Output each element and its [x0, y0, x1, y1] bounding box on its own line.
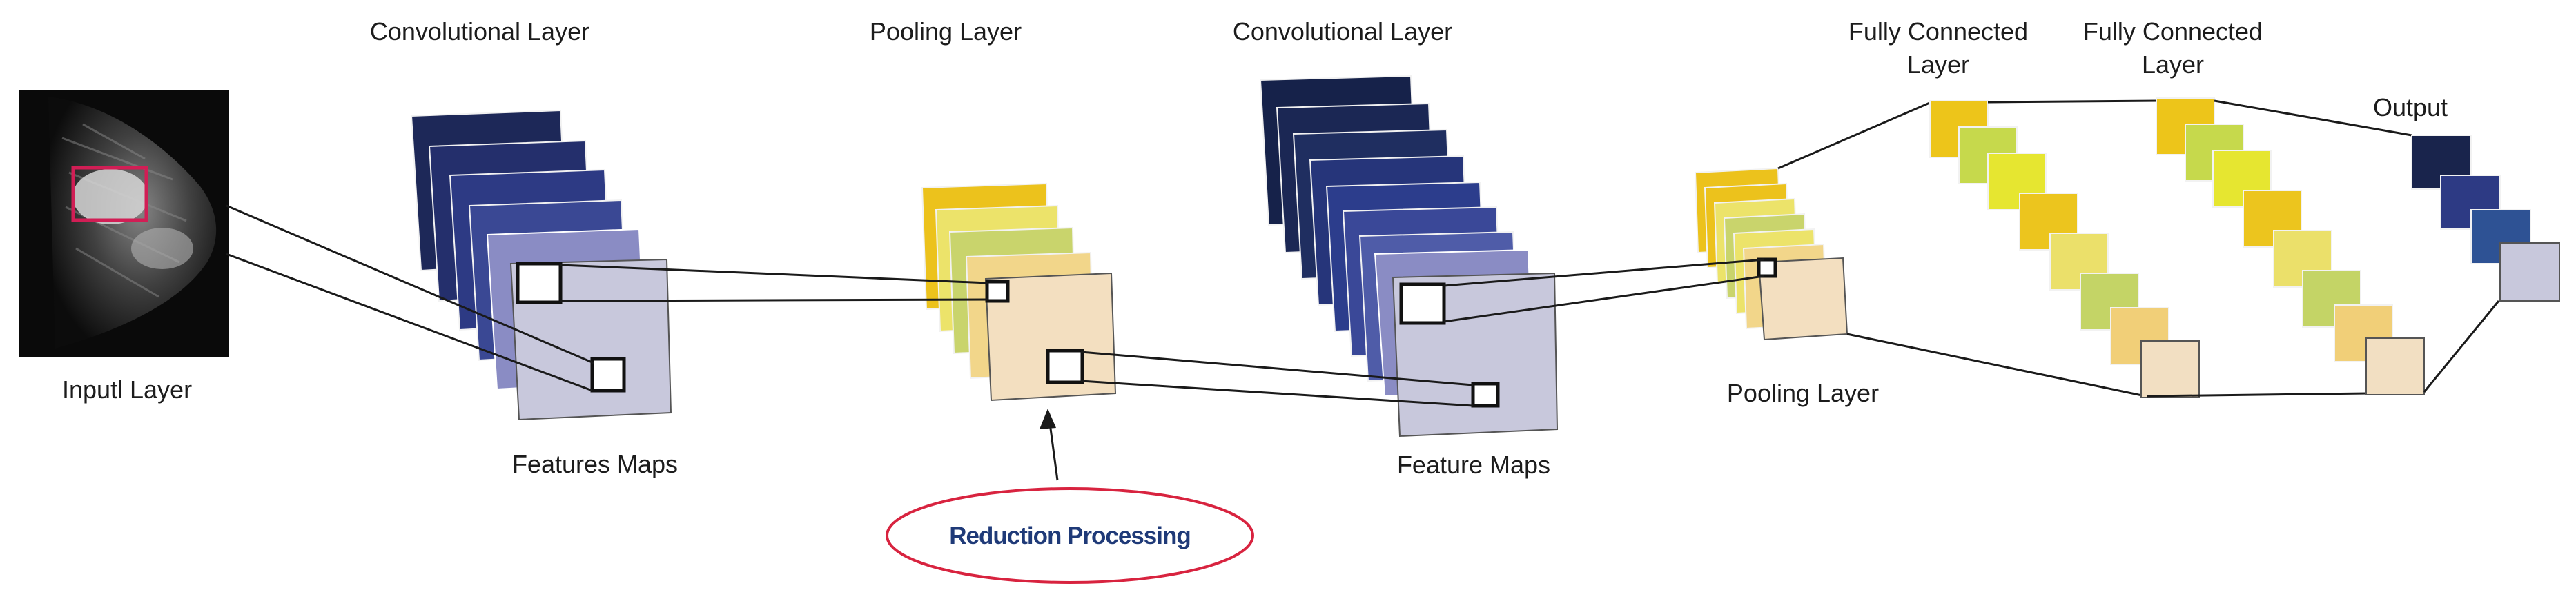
connector-line: [226, 204, 594, 364]
roi-highlight-box: [71, 166, 148, 222]
connector-line: [2146, 392, 2370, 398]
connector-line: [226, 253, 593, 392]
fc-neuron-block: [2334, 304, 2393, 362]
connector-line: [2423, 300, 2500, 393]
pooling-layer-2-stack: [1694, 167, 1848, 341]
output-stack: [2411, 135, 2560, 302]
fc-layer-2-title-line2: Layer: [2142, 50, 2204, 79]
conv-layer-2-stack: [1259, 75, 1559, 438]
kernel-window: [590, 357, 626, 393]
connector-line: [560, 298, 989, 302]
connector-line: [1080, 351, 1474, 386]
annotation-arrowhead: [1040, 409, 1056, 429]
connector-line: [560, 264, 989, 284]
conv-layer-2-title: Convolutional Layer: [1233, 17, 1452, 46]
conv-layer-1-title: Convolutional Layer: [370, 17, 589, 46]
reduction-processing-ellipse: [886, 487, 1254, 584]
conv-layer-1-stack: [410, 109, 672, 421]
fc-layer-2-stack: [2156, 97, 2425, 395]
input-layer-label: Inputl Layer: [62, 375, 192, 404]
connector-line: [1846, 333, 2146, 398]
connector-line: [1080, 380, 1474, 407]
feature-maps-2-label: Feature Maps: [1397, 451, 1550, 479]
pool-window: [1757, 257, 1777, 278]
input-image: [19, 90, 229, 357]
reduction-processing-label: Reduction Processing: [949, 522, 1191, 549]
kernel-window: [1471, 382, 1500, 408]
fc-neuron-block: [2365, 337, 2425, 395]
connector-line: [2214, 99, 2412, 137]
fc-layer-1-title-line2: Layer: [1907, 50, 1969, 79]
connector-line: [1987, 99, 2161, 104]
connector-line: [1777, 101, 1932, 170]
pool-window: [1046, 349, 1084, 384]
pool-window: [985, 280, 1010, 303]
fc-layer-1-stack: [1929, 100, 2200, 398]
connector-line: [1443, 275, 1765, 323]
kernel-window: [516, 262, 563, 304]
output-block: [2499, 242, 2560, 302]
pooling-layer-1-stack: [921, 182, 1117, 402]
fc-neuron-block: [2140, 340, 2200, 398]
pooling-layer-2-label: Pooling Layer: [1727, 379, 1879, 407]
annotation-arrow-line: [1048, 418, 1059, 481]
fc-neuron-block: [2302, 270, 2361, 328]
pooling-layer-1-title: Pooling Layer: [870, 17, 1022, 46]
fc-layer-1-title-line1: Fully Connected: [1848, 17, 2028, 46]
connector-line: [1443, 258, 1765, 287]
kernel-window: [1399, 282, 1446, 325]
output-title: Output: [2373, 93, 2448, 121]
feature-maps-1-label: Features Maps: [512, 450, 678, 478]
fc-layer-2-title-line1: Fully Connected: [2083, 17, 2263, 46]
